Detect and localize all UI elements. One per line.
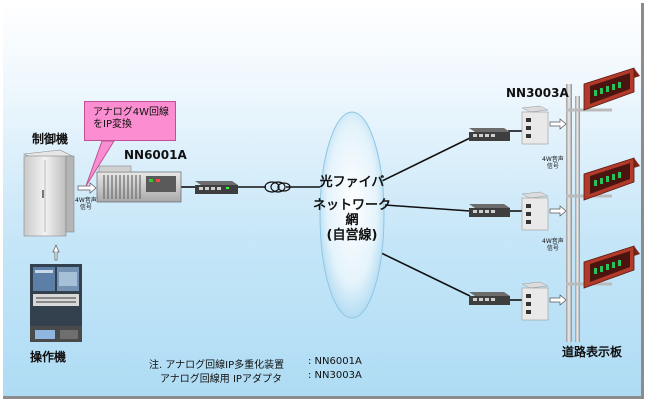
arrow-up-operator [52, 244, 60, 261]
fiber-network-cloud [319, 111, 385, 319]
controller-cabinet-icon [22, 149, 75, 237]
network-links [181, 130, 522, 301]
mux-model-label: NN6001A [124, 148, 187, 162]
voice-signal-label-right-top: 4W音声信号 [542, 156, 564, 170]
callout-box: アナログ4W回線 をIP変換 [84, 101, 176, 141]
cloud-label: 光ファイバ ネットワーク 網 (自営線) [312, 175, 391, 243]
road-sign-structure-icon [566, 84, 612, 342]
note-row1-value: : NN6001A [308, 356, 362, 367]
nn3003a-adapter-bottom-icon [521, 281, 549, 321]
controller-label: 制御機 [32, 132, 69, 146]
callout-line1: アナログ4W回線 [93, 107, 170, 118]
arrows [52, 118, 567, 306]
fiber-coil-icon [264, 181, 291, 193]
nn3003a-adapter-middle-icon [521, 191, 549, 231]
note-row1-label: 注. アナログ回線IP多重化装置 [149, 360, 285, 371]
voice-signal-label-left: 4W音声信号 [75, 197, 97, 211]
arrow-to-mux [77, 182, 97, 194]
adapter-model-label: NN3003A [506, 86, 569, 100]
note-row2-value: : NN3003A [308, 370, 362, 381]
link-cloud-bottom [374, 249, 471, 297]
road-sign-top-icon [583, 67, 640, 111]
link-cloud-mid [384, 204, 471, 212]
note-row2-label: アナログ回線用 IPアダプタ [160, 374, 282, 385]
operator-label: 操作機 [30, 350, 67, 364]
nn3003a-adapter-top-icon [521, 105, 549, 145]
road-sign-label: 道路表示板 [562, 345, 623, 359]
switch-hub-bottom-icon [469, 292, 510, 305]
callout-line2: をIP変換 [93, 119, 132, 130]
road-sign-bottom-icon [583, 245, 640, 289]
nn6001a-device-icon [96, 165, 182, 203]
switch-hub-middle-icon [469, 204, 510, 217]
switch-hub-top-icon [469, 128, 510, 141]
callout-pointer [85, 140, 115, 187]
road-sign-middle-icon [583, 157, 640, 201]
switch-hub-center-icon [195, 181, 238, 194]
link-cloud-top [379, 137, 471, 183]
voice-signal-label-right-bottom: 4W音声信号 [542, 238, 564, 252]
operator-console-icon [30, 264, 82, 342]
